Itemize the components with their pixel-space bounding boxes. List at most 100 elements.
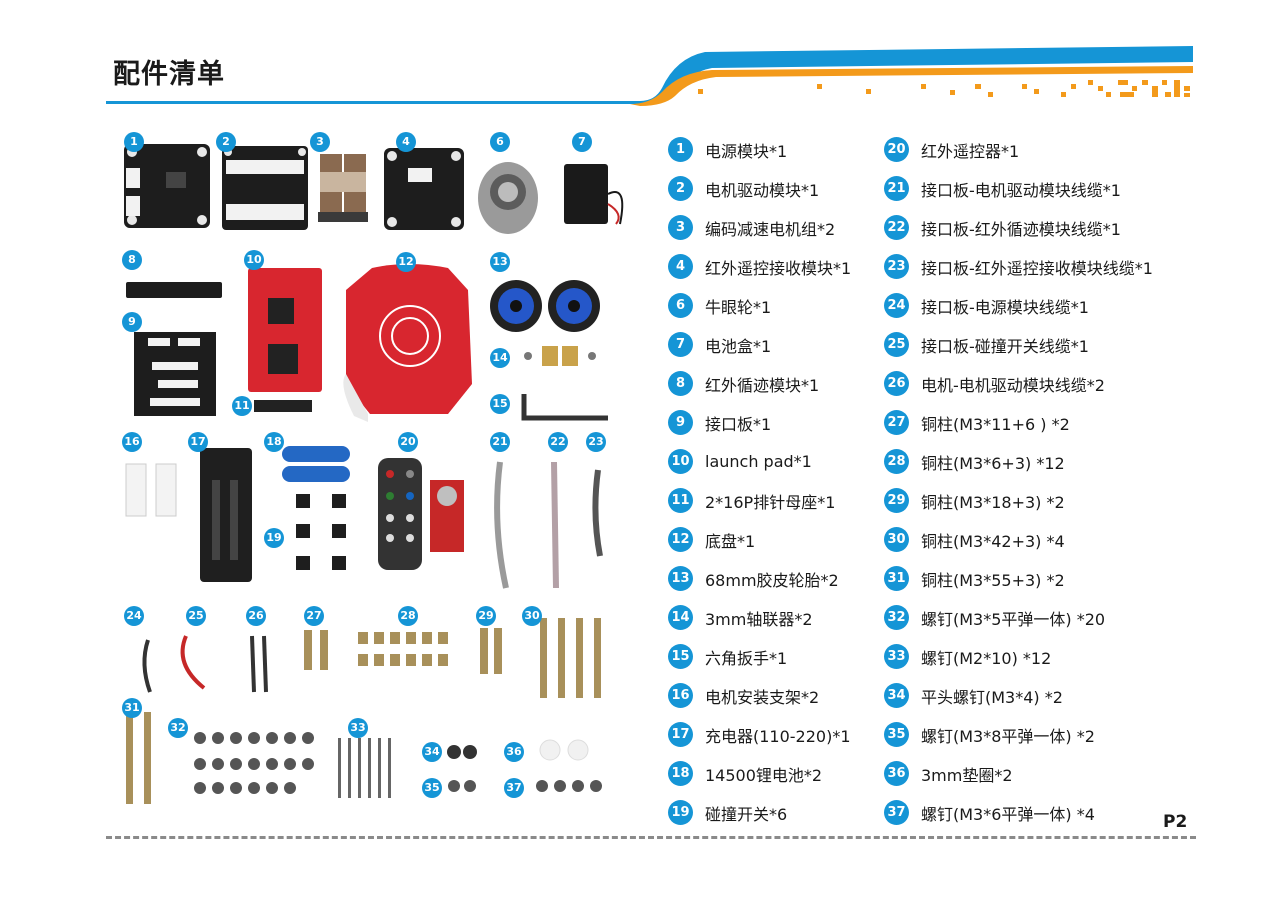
item-label: 68mm胶皮轮胎*2 <box>705 570 839 590</box>
list-item: 15 六角扳手*1 <box>668 637 851 676</box>
lithium-battery-image <box>282 446 350 482</box>
footer-divider <box>106 836 1196 839</box>
photo-badge-18: 18 <box>264 432 284 452</box>
item-number-badge: 3 <box>668 215 693 240</box>
component-photo-area: 1 2 3 4 6 7 8 9 10 11 12 13 14 15 16 17 … <box>108 124 628 824</box>
item-label: 电池盒*1 <box>705 336 772 356</box>
photo-badge-3: 3 <box>310 132 330 152</box>
item-label: 铜柱(M3*11+6 ) *2 <box>921 414 1070 434</box>
item-number-badge: 31 <box>884 566 909 591</box>
item-label: 铜柱(M3*55+3) *2 <box>921 570 1065 590</box>
coupler-image <box>524 346 596 366</box>
hex-wrench-image <box>521 394 608 421</box>
item-number-badge: 30 <box>884 527 909 552</box>
item-label: 铜柱(M3*18+3) *2 <box>921 492 1065 512</box>
item-label: 螺钉(M3*8平弹一体) *2 <box>921 726 1095 746</box>
page-title: 配件清单 <box>113 59 225 90</box>
item-number-badge: 15 <box>668 644 693 669</box>
photo-badge-4: 4 <box>396 132 416 152</box>
remote-control-image <box>378 458 464 570</box>
list-item: 29 铜柱(M3*18+3) *2 <box>884 481 1153 520</box>
list-item: 30 铜柱(M3*42+3) *4 <box>884 520 1153 559</box>
photo-badge-14: 14 <box>490 348 510 368</box>
item-number-badge: 11 <box>668 488 693 513</box>
item-label: 电机-电机驱动模块线缆*2 <box>921 375 1105 395</box>
item-label: 螺钉(M3*5平弹一体) *20 <box>921 609 1106 629</box>
item-label: 电机安装支架*2 <box>705 687 820 707</box>
motor-set-image <box>318 154 368 222</box>
collision-switch-image <box>296 494 346 570</box>
photo-badge-9: 9 <box>122 312 142 332</box>
cable-set-image <box>142 635 268 693</box>
list-item: 10 launch pad*1 <box>668 442 851 481</box>
charger-image <box>200 448 252 582</box>
item-label: 螺钉(M3*6平弹一体) *4 <box>921 804 1095 824</box>
item-number-badge: 25 <box>884 332 909 357</box>
page-number: P2 <box>1163 812 1188 832</box>
photo-badge-34: 34 <box>422 742 442 762</box>
item-number-badge: 24 <box>884 293 909 318</box>
photo-badge-12: 12 <box>396 252 416 272</box>
item-label: 铜柱(M3*42+3) *4 <box>921 531 1065 551</box>
item-label: 牛眼轮*1 <box>705 297 772 317</box>
item-label: 2*16P排针母座*1 <box>705 492 836 512</box>
photo-badge-16: 16 <box>122 432 142 452</box>
item-label: launch pad*1 <box>705 452 812 471</box>
standoff-image <box>126 618 601 804</box>
item-number-badge: 29 <box>884 488 909 513</box>
item-label: 六角扳手*1 <box>705 648 788 668</box>
item-number-badge: 16 <box>668 683 693 708</box>
motor-bracket-image <box>125 463 177 517</box>
list-item: 31 铜柱(M3*55+3) *2 <box>884 559 1153 598</box>
item-number-badge: 9 <box>668 410 693 435</box>
item-number-badge: 26 <box>884 371 909 396</box>
item-label: 14500锂电池*2 <box>705 765 823 785</box>
photo-badge-15: 15 <box>490 394 510 414</box>
item-label: 3mm垫圈*2 <box>921 765 1013 785</box>
list-item: 26 电机-电机驱动模块线缆*2 <box>884 364 1153 403</box>
photo-badge-35: 35 <box>422 778 442 798</box>
item-number-badge: 32 <box>884 605 909 630</box>
small-standoffs-image <box>358 632 448 666</box>
item-number-badge: 7 <box>668 332 693 357</box>
long-screws-image <box>338 738 391 798</box>
photo-badge-19: 19 <box>264 528 284 548</box>
photo-badge-32: 32 <box>168 718 188 738</box>
item-number-badge: 10 <box>668 449 693 474</box>
item-number-badge: 17 <box>668 722 693 747</box>
photo-badge-1: 1 <box>124 132 144 152</box>
item-label: 碰撞开关*6 <box>705 804 788 824</box>
item-label: 接口板-电源模块线缆*1 <box>921 297 1089 317</box>
list-item: 27 铜柱(M3*11+6 ) *2 <box>884 403 1153 442</box>
photo-badge-21: 21 <box>490 432 510 452</box>
photo-badge-20: 20 <box>398 432 418 452</box>
photo-badge-13: 13 <box>490 252 510 272</box>
photo-badge-17: 17 <box>188 432 208 452</box>
item-label: 接口板-红外循迹模块线缆*1 <box>921 219 1121 239</box>
list-item: 11 2*16P排针母座*1 <box>668 481 851 520</box>
item-number-badge: 27 <box>884 410 909 435</box>
item-label: 铜柱(M3*6+3) *12 <box>921 453 1065 473</box>
photo-badge-25: 25 <box>186 606 206 626</box>
caster-wheel-image <box>478 162 538 234</box>
motor-driver-image <box>222 146 308 230</box>
item-number-badge: 34 <box>884 683 909 708</box>
photo-badge-28: 28 <box>398 606 418 626</box>
